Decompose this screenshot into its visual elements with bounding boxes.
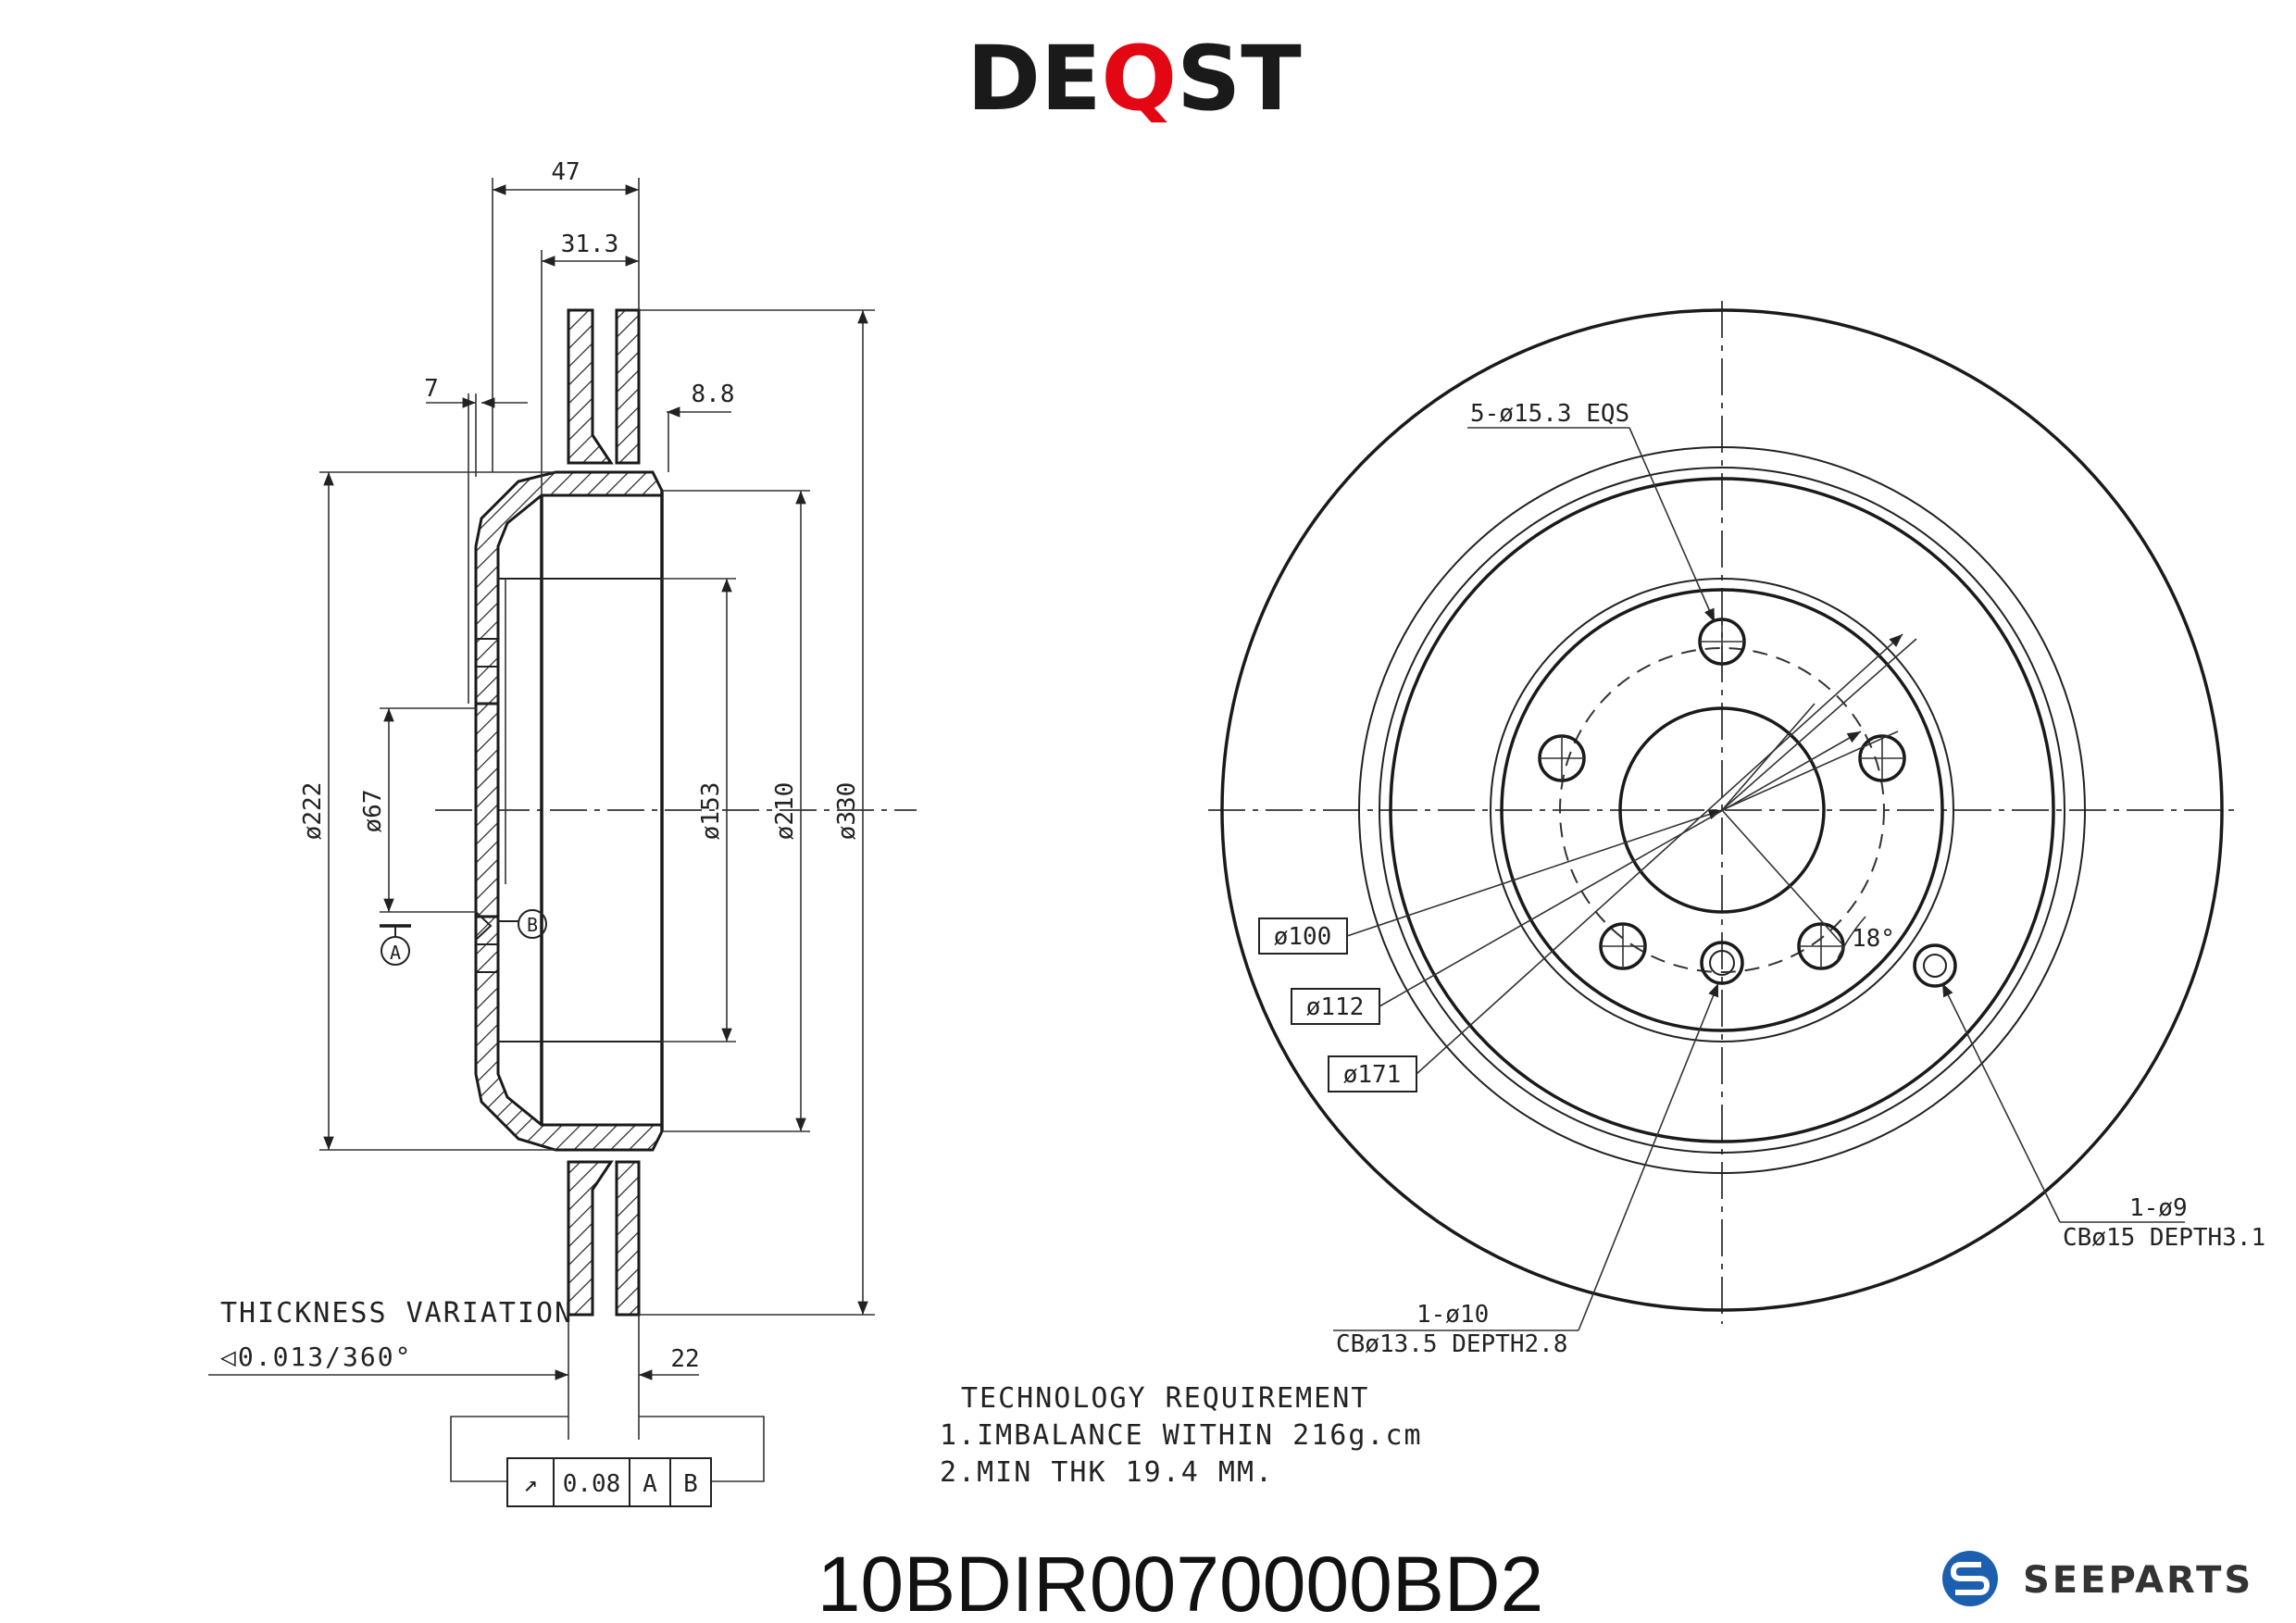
section-view: 47 31.3 7 8.8 ø222 ø67 A <box>208 158 917 1507</box>
hat-wall-lower <box>474 915 664 1152</box>
front-view: 5-ø15.3 EQS ø100 ø112 ø171 18° 1-ø9 CBø1… <box>1208 301 2265 1358</box>
dim-dia-222: ø222 <box>299 782 327 841</box>
svg-text:B: B <box>527 914 538 936</box>
runout-datum-a: A <box>643 1470 657 1498</box>
bottom-friction-ring <box>567 1160 641 1317</box>
dim-31-3: 31.3 <box>561 231 619 258</box>
thickness-variation-title: THICKNESS VARIATION <box>220 1297 573 1330</box>
hole-10-label-2: CBø13.5 DEPTH2.8 <box>1336 1330 1567 1358</box>
friction-inner-edge <box>1358 446 2086 1174</box>
requirements-title: TECHNOLOGY REQUIREMENT <box>961 1382 1369 1415</box>
hole-9-label-1: 1-ø9 <box>2129 1194 2188 1222</box>
hat-outer-edge <box>1379 467 2065 1154</box>
thickness-variation-value: ◁0.013/360° <box>219 1342 412 1372</box>
svg-text:DEQST: DEQST <box>967 27 1302 131</box>
dim-dia-112: ø112 <box>1306 993 1365 1021</box>
dim-22: 22 <box>670 1345 699 1373</box>
dim-dia-171: ø171 <box>1343 1061 1402 1089</box>
dim-dia-67: ø67 <box>359 790 387 833</box>
part-number: 10BDIR0070000BD2 <box>817 1541 1544 1623</box>
dim-47: 47 <box>551 158 580 186</box>
mounting-face-edge <box>1490 578 1954 1042</box>
hole-10-label-1: 1-ø10 <box>1416 1301 1489 1329</box>
bolt-holes <box>1538 618 1906 970</box>
hat-ring <box>1389 477 2055 1143</box>
locating-hole-10 <box>1700 941 1744 985</box>
hat-wall-upper <box>474 470 664 705</box>
dim-8-8: 8.8 <box>692 381 735 408</box>
bolt-hole-label: 5-ø15.3 EQS <box>1470 400 1629 428</box>
label-box-171 <box>1328 1055 1417 1092</box>
locating-hole-9 <box>1913 943 1957 988</box>
seeparts-logo-icon <box>1942 1551 1998 1606</box>
label-box-100 <box>1258 918 1348 955</box>
svg-text:A: A <box>390 942 401 964</box>
runout-datum-b: B <box>683 1470 698 1498</box>
hole-9-label-2: CBø15 DEPTH3.1 <box>2063 1224 2265 1252</box>
technology-requirements: TECHNOLOGY REQUIREMENT 1.IMBALANCE WITHI… <box>940 1382 1423 1489</box>
dim-dia-100: ø100 <box>1274 923 1332 951</box>
runout-tolerance: 0.08 <box>563 1470 621 1498</box>
label-box-112 <box>1291 988 1380 1025</box>
runout-symbol: ↗ <box>523 1470 538 1498</box>
dim-dia-210: ø210 <box>771 782 799 841</box>
pitch-circle <box>1559 647 1885 973</box>
dim-dia-153: ø153 <box>697 782 725 841</box>
datum-b-symbol: B <box>498 909 547 939</box>
dim-7: 7 <box>424 375 439 403</box>
requirement-item-1: 1.IMBALANCE WITHIN 216g.cm <box>940 1419 1423 1452</box>
dim-dia-330: ø330 <box>833 782 861 841</box>
dim-angle-18: 18° <box>1852 925 1895 953</box>
outer-rim <box>1220 308 2224 1312</box>
mounting-face <box>474 702 500 918</box>
runout-feature-control-frame: ↗ 0.08 A B <box>450 1416 765 1507</box>
requirement-item-2: 2.MIN THK 19.4 MM. <box>940 1456 1274 1489</box>
center-bore <box>1618 706 1826 914</box>
top-friction-ring <box>567 308 641 465</box>
seeparts-logo: SEEPARTS <box>1942 1551 2253 1606</box>
mounting-face-inner <box>1500 588 1944 1032</box>
datum-a-symbol: A <box>380 924 411 966</box>
deqst-logo: DEQST <box>967 27 1302 131</box>
seeparts-label: SEEPARTS <box>2023 1559 2253 1602</box>
